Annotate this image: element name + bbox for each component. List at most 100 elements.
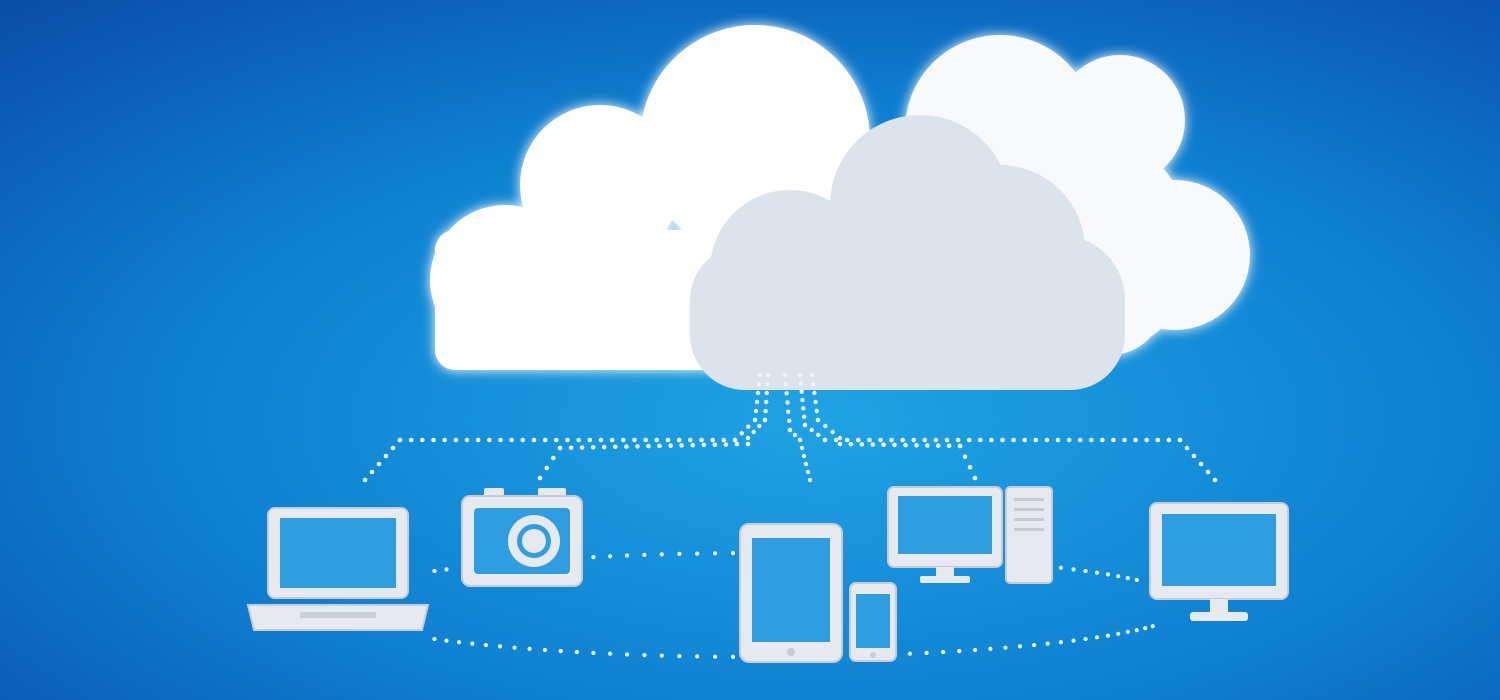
connection-dot <box>688 437 693 443</box>
connection-dot <box>690 442 695 448</box>
connection-dot <box>752 417 758 423</box>
connection-dot <box>815 417 821 423</box>
connection-dot <box>757 423 762 429</box>
connection-dot <box>757 372 763 378</box>
connection-dot <box>783 382 788 387</box>
connection-dot <box>1083 568 1088 574</box>
connection-dot <box>911 437 917 443</box>
cloud-front <box>690 115 1125 390</box>
connection-dot <box>755 390 761 396</box>
connection-dot <box>677 654 682 659</box>
connection-dot <box>464 437 470 443</box>
connection-dot <box>537 475 543 481</box>
connection-dot <box>753 408 759 414</box>
connection-dot <box>679 443 684 448</box>
connection-dot <box>590 445 596 450</box>
connection-lines <box>362 372 1218 660</box>
connection-dot <box>797 437 803 443</box>
connection-dot <box>1143 626 1148 631</box>
connection-dot <box>442 437 448 443</box>
connection-dot <box>799 389 804 394</box>
connection-dot <box>745 435 751 441</box>
connection-dot <box>1150 624 1155 629</box>
connection-dot <box>432 636 437 642</box>
connection-dot <box>444 638 449 643</box>
connection-dot <box>1155 437 1161 443</box>
connection-dot <box>972 475 978 481</box>
connection-dot <box>816 432 821 438</box>
connection-dot <box>695 551 700 556</box>
connection-dot <box>721 437 727 443</box>
connection-dot <box>859 442 865 447</box>
connection-dot <box>914 443 919 448</box>
connection-dot <box>730 551 736 556</box>
connection-dot <box>557 445 563 451</box>
connection-dot <box>657 443 662 449</box>
connection-dot <box>576 437 581 443</box>
connection-dot <box>609 437 615 443</box>
connection-dot <box>813 399 818 405</box>
connection-dot <box>475 437 481 443</box>
connection-dot <box>900 437 905 443</box>
connection-dot <box>676 437 682 443</box>
connection-dot <box>613 444 618 450</box>
connection-dot <box>625 652 630 657</box>
connection-dot <box>867 437 872 443</box>
connection-dot <box>822 437 828 443</box>
connection-dot <box>848 441 854 447</box>
connection-dot <box>812 390 817 396</box>
connection-dot <box>935 443 941 448</box>
connection-dot <box>946 443 952 449</box>
connection-dot <box>601 444 607 450</box>
connection-dot <box>1116 631 1121 636</box>
connection-dot <box>608 651 613 656</box>
connection-dot <box>362 477 368 483</box>
connection-dot <box>542 437 548 443</box>
connection-dot <box>1134 577 1139 583</box>
connection-dot <box>1166 437 1172 443</box>
connection-dot <box>830 429 835 435</box>
connection-dot <box>732 437 738 443</box>
connection-dot <box>420 437 425 443</box>
connection-dot <box>1105 633 1110 638</box>
connection-dot <box>677 551 682 557</box>
connection-dot <box>1105 572 1110 577</box>
connection-dot <box>1055 437 1061 443</box>
connection-dot <box>625 553 630 558</box>
connection-dot <box>579 445 585 450</box>
connection-dot <box>925 443 930 448</box>
connection-dot <box>453 437 459 443</box>
connection-dot <box>786 409 791 414</box>
connection-dot <box>1058 565 1063 570</box>
connection-dot <box>1198 461 1204 467</box>
connection-dot <box>383 453 389 459</box>
connection-dot <box>723 442 729 447</box>
connection-dot <box>800 397 805 403</box>
connection-dot <box>811 381 816 387</box>
connection-dot <box>483 643 488 648</box>
connection-dot <box>751 429 756 435</box>
connection-dot <box>668 443 673 448</box>
tablet-icon <box>739 523 843 663</box>
connection-dot <box>907 651 913 656</box>
connection-dot <box>870 442 875 447</box>
connection-dot <box>837 435 843 441</box>
connection-dot <box>1125 629 1130 635</box>
connection-dot <box>972 647 978 653</box>
connection-dot <box>1033 437 1039 443</box>
connection-dot <box>1094 635 1100 640</box>
connection-dot <box>1044 437 1050 443</box>
connection-dot <box>809 427 814 433</box>
connection-dot <box>802 422 808 428</box>
connection-dot <box>792 432 798 438</box>
connection-dot <box>431 437 436 443</box>
connection-dot <box>527 646 532 652</box>
connection-dot <box>967 465 973 470</box>
connection-dot <box>988 646 993 652</box>
connection-dot <box>941 650 946 655</box>
connection-dot <box>784 391 789 396</box>
smartphone-icon <box>849 582 897 662</box>
connection-dot <box>531 437 537 443</box>
connection-dot <box>1100 437 1105 443</box>
